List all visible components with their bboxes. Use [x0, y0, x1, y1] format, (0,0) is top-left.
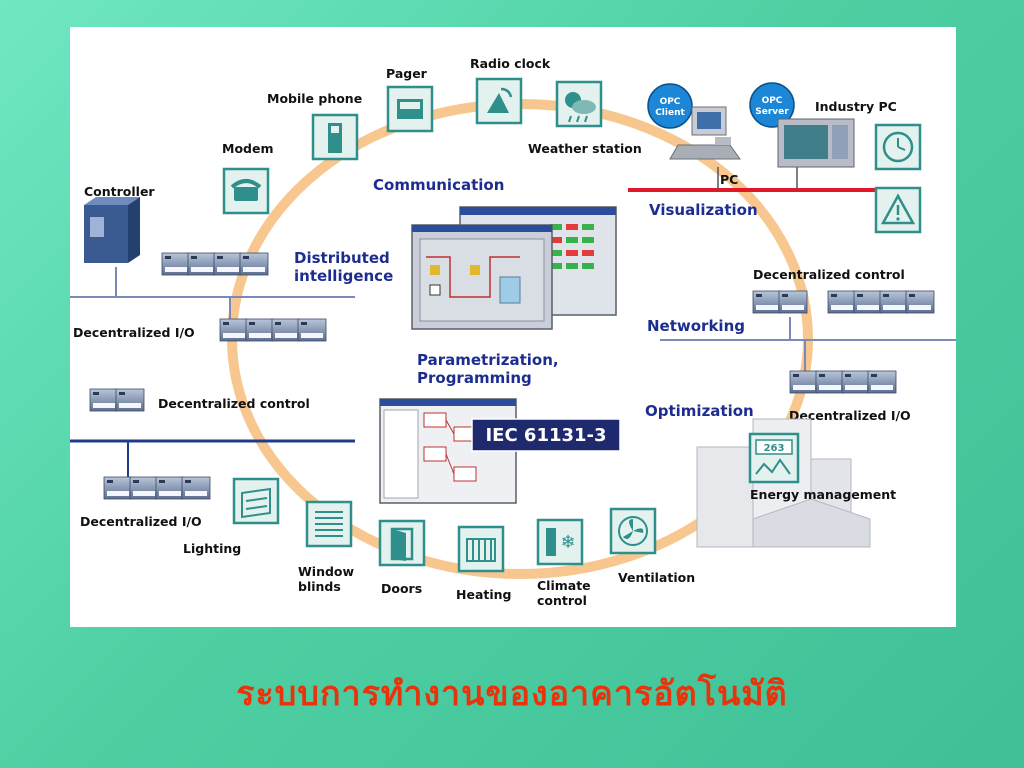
svg-text:Client: Client: [655, 108, 685, 118]
decentralized-io-bottom-label: Decentralized I/O: [80, 514, 202, 529]
controller-icon: [84, 197, 140, 263]
radio-clock-label: Radio clock: [470, 56, 551, 71]
energy-management-icon: 263: [748, 432, 800, 484]
pager-label: Pager: [386, 66, 428, 81]
visualization-label: Visualization: [649, 201, 758, 219]
io-module-icon: [827, 290, 935, 314]
pager-icon: [386, 85, 434, 133]
weather-station-icon: [555, 80, 603, 128]
radio-clock-icon: [475, 77, 523, 125]
mobile-phone-icon: [311, 113, 359, 161]
decentralized-control-right-label: Decentralized control: [753, 267, 905, 282]
iec-banner: IEC 61131-3: [471, 418, 621, 452]
industry-pc-label: Industry PC: [815, 99, 897, 114]
automation-diagram: Controller Modem Mobile phone Pager: [70, 56, 956, 608]
climate-control-label-1: Climate: [537, 578, 591, 593]
ventilation-icon: [609, 507, 657, 555]
parametrization-label-1: Parametrization,: [417, 351, 559, 369]
optimization-label: Optimization: [645, 402, 754, 420]
window-blinds-label-2: blinds: [298, 579, 341, 594]
io-module-icon: [752, 290, 808, 314]
modem-icon: [222, 167, 270, 215]
io-module-icon: [89, 388, 145, 412]
svg-text:OPC: OPC: [762, 96, 783, 106]
parametrization-label-2: Programming: [417, 369, 532, 387]
pc-label: PC: [720, 172, 738, 187]
doors-icon: [378, 519, 426, 567]
io-module-icon: [789, 370, 897, 394]
pc-icon: [669, 106, 741, 160]
opc-server-badge: OPC Server: [749, 82, 795, 128]
heating-label: Heating: [456, 587, 511, 602]
controller-label: Controller: [84, 184, 155, 199]
warning-icon: [874, 186, 922, 234]
decentralized-io-left-label: Decentralized I/O: [73, 325, 195, 340]
io-module-icon: [103, 476, 211, 500]
svg-text:❄: ❄: [560, 532, 575, 553]
distributed-label-1: Distributed: [294, 249, 390, 267]
decentralized-io-right-label: Decentralized I/O: [789, 408, 911, 423]
svg-text:263: 263: [764, 443, 785, 454]
clock-icon: [874, 123, 922, 171]
window-blinds-icon: [305, 500, 353, 548]
heating-icon: [457, 525, 505, 573]
window-blinds-label-1: Window: [298, 564, 355, 579]
climate-control-icon: ❄: [536, 518, 584, 566]
mobile-phone-label: Mobile phone: [267, 91, 362, 106]
opc-client-badge: OPC Client: [647, 83, 693, 129]
weather-station-label: Weather station: [528, 141, 642, 156]
distributed-label-2: intelligence: [294, 267, 393, 285]
scada-screen-front: [411, 224, 553, 330]
diagram-canvas: Controller Modem Mobile phone Pager: [70, 27, 956, 627]
svg-text:OPC: OPC: [660, 97, 681, 107]
modem-label: Modem: [222, 141, 273, 156]
decentralized-control-left-label: Decentralized control: [158, 396, 310, 411]
doors-label: Doors: [381, 581, 422, 596]
io-module-icon: [219, 318, 327, 342]
page-title: ระบบการทำงานของอาคารอัตโนมัติ: [236, 674, 788, 714]
io-module-icon: [161, 252, 269, 276]
networking-label: Networking: [647, 317, 745, 335]
svg-text:Server: Server: [755, 107, 789, 117]
climate-control-label-2: control: [537, 593, 587, 608]
ventilation-label: Ventilation: [618, 570, 695, 585]
lighting-icon: [232, 477, 280, 525]
building-graphic: [696, 418, 871, 548]
energy-management-label: Energy management: [750, 487, 896, 502]
industry-pc-icon: [777, 118, 855, 168]
communication-label: Communication: [373, 176, 504, 194]
svg-text:IEC 61131-3: IEC 61131-3: [485, 425, 606, 446]
lighting-label: Lighting: [183, 541, 241, 556]
